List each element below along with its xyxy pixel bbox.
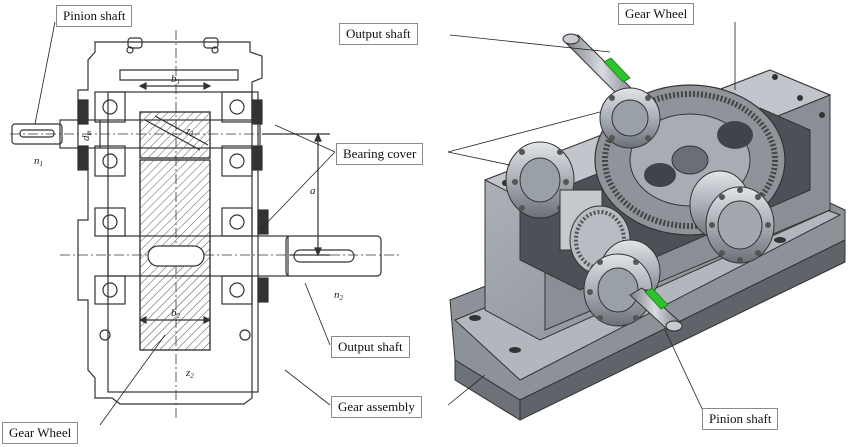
symbol-b2: b2 [171, 307, 181, 320]
pinion-shaft-3d [629, 287, 683, 332]
symbol-n1: n1 [34, 155, 43, 168]
symbol-a: a [310, 185, 316, 197]
label-gear-wheel-top: Gear Wheel [618, 3, 695, 25]
label-pinion-shaft-top: Pinion shaft [56, 5, 133, 27]
label-output-shaft-top: Output shaft [339, 23, 418, 45]
leader-lines [34, 21, 736, 426]
label-bearing-cover: Bearing cover [336, 143, 424, 165]
symbol-b1: b1 [171, 73, 180, 86]
symbol-dm: dm [80, 130, 93, 141]
label-gear-wheel-bottom: Gear Wheel [2, 422, 79, 444]
drawing-symbols: b1 b2 z1 z2 n1 n2 dm a [34, 73, 344, 380]
label-pinion-shaft-bottom: Pinion shaft [702, 408, 779, 430]
output-bearings [94, 207, 253, 305]
bearing-cover-right [689, 170, 775, 264]
bearing-cover-upper [599, 87, 661, 149]
symbol-n2: n2 [334, 289, 344, 302]
bearing-cover-lower [583, 239, 661, 327]
label-output-shaft-middle: Output shaft [331, 336, 410, 358]
symbol-z1: z1 [185, 125, 194, 138]
gearbox-3d-render [449, 33, 846, 421]
label-gear-assembly: Gear assembly [331, 396, 422, 418]
cross-section-drawing [10, 30, 400, 420]
symbol-z2: z2 [185, 367, 194, 380]
